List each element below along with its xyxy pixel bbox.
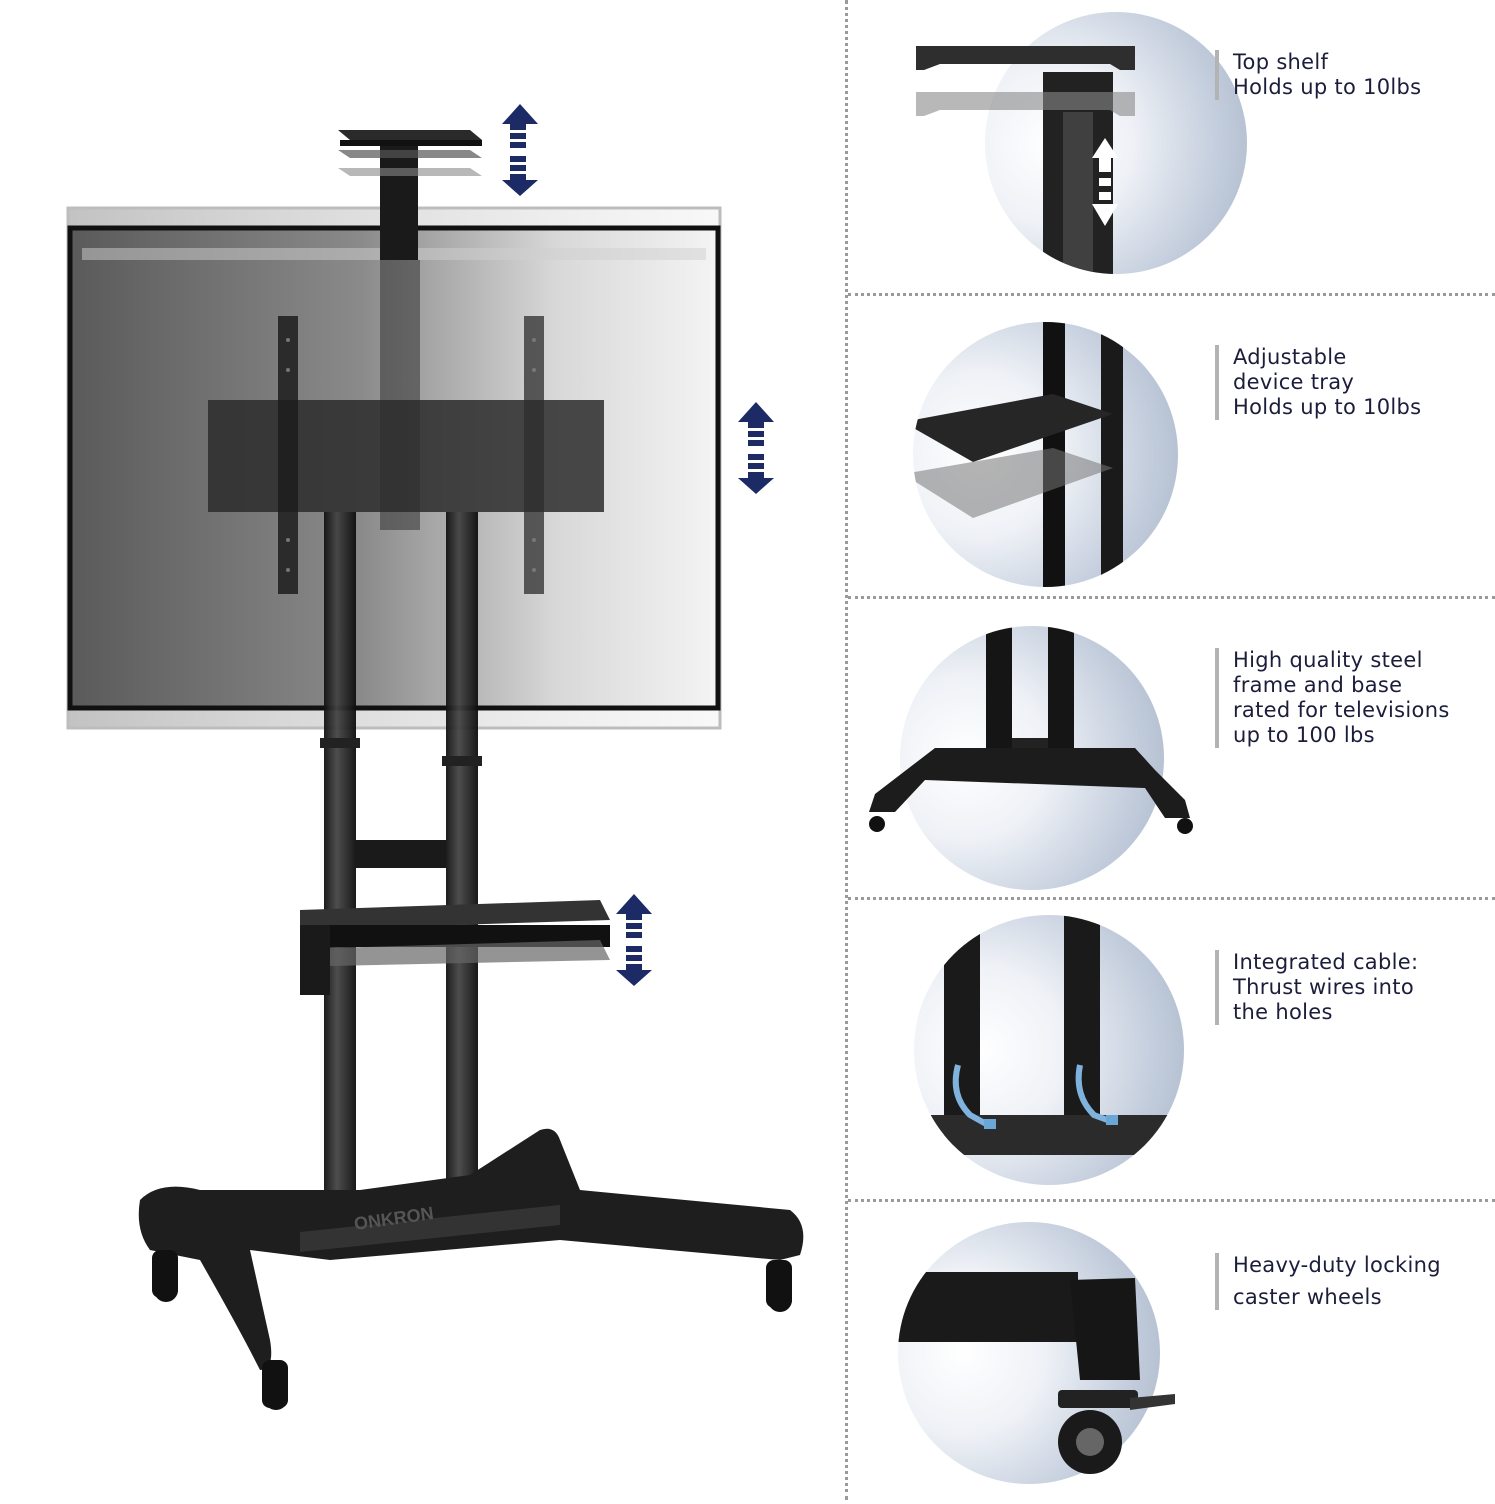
- feature-line: caster wheels: [1233, 1285, 1382, 1309]
- feature-text-device-tray: Adjustable device tray Holds up to 10lbs: [1215, 345, 1421, 420]
- caster-wheel-shape: [1058, 1278, 1175, 1474]
- white-adjust-arrow-icon: [1092, 138, 1118, 226]
- feature-line: rated for televisions: [1233, 698, 1450, 722]
- cable-holes-closeup-icon: [914, 915, 1184, 1185]
- divider-1: [848, 293, 1495, 296]
- top-shelf-plates: [916, 46, 1135, 116]
- feature-line: Thrust wires into: [1233, 975, 1414, 999]
- feature-line: Adjustable: [1233, 345, 1347, 369]
- feature-line: Holds up to 10lbs: [1233, 395, 1422, 419]
- tv-stand-illustration: ONKRON: [66, 104, 804, 1410]
- feature-line: Top shelf: [1233, 50, 1329, 74]
- feature-line: Integrated cable:: [1233, 950, 1419, 974]
- feature-line: High quality steel: [1233, 648, 1423, 672]
- feature-line: Holds up to 10lbs: [1233, 75, 1422, 99]
- divider-2: [848, 596, 1495, 599]
- divider-4: [848, 1199, 1495, 1202]
- vertical-divider: [845, 0, 848, 1500]
- feature-line: Heavy-duty locking: [1233, 1253, 1441, 1277]
- feature-text-steel-frame: High quality steel frame and base rated …: [1215, 648, 1450, 748]
- tv-cart-drawing: ONKRON: [66, 104, 804, 1410]
- feature-line: device tray: [1233, 370, 1355, 394]
- feature-line: frame and base: [1233, 673, 1403, 697]
- divider-3: [848, 897, 1495, 900]
- height-adjust-arrow-top: [502, 104, 538, 196]
- height-adjust-arrow-tray: [616, 894, 652, 986]
- feature-line: up to 100 lbs: [1233, 723, 1375, 747]
- height-adjust-arrow-tv: [738, 402, 774, 494]
- feature-text-top-shelf: Top shelf Holds up to 10lbs: [1215, 50, 1421, 100]
- steel-base-shape: [869, 748, 1193, 834]
- device-tray-closeup-icon: [913, 322, 1178, 587]
- feature-text-caster-wheels: Heavy-duty locking caster wheels: [1215, 1253, 1441, 1310]
- feature-line: the holes: [1233, 1000, 1333, 1024]
- feature-text-cable-management: Integrated cable: Thrust wires into the …: [1215, 950, 1418, 1025]
